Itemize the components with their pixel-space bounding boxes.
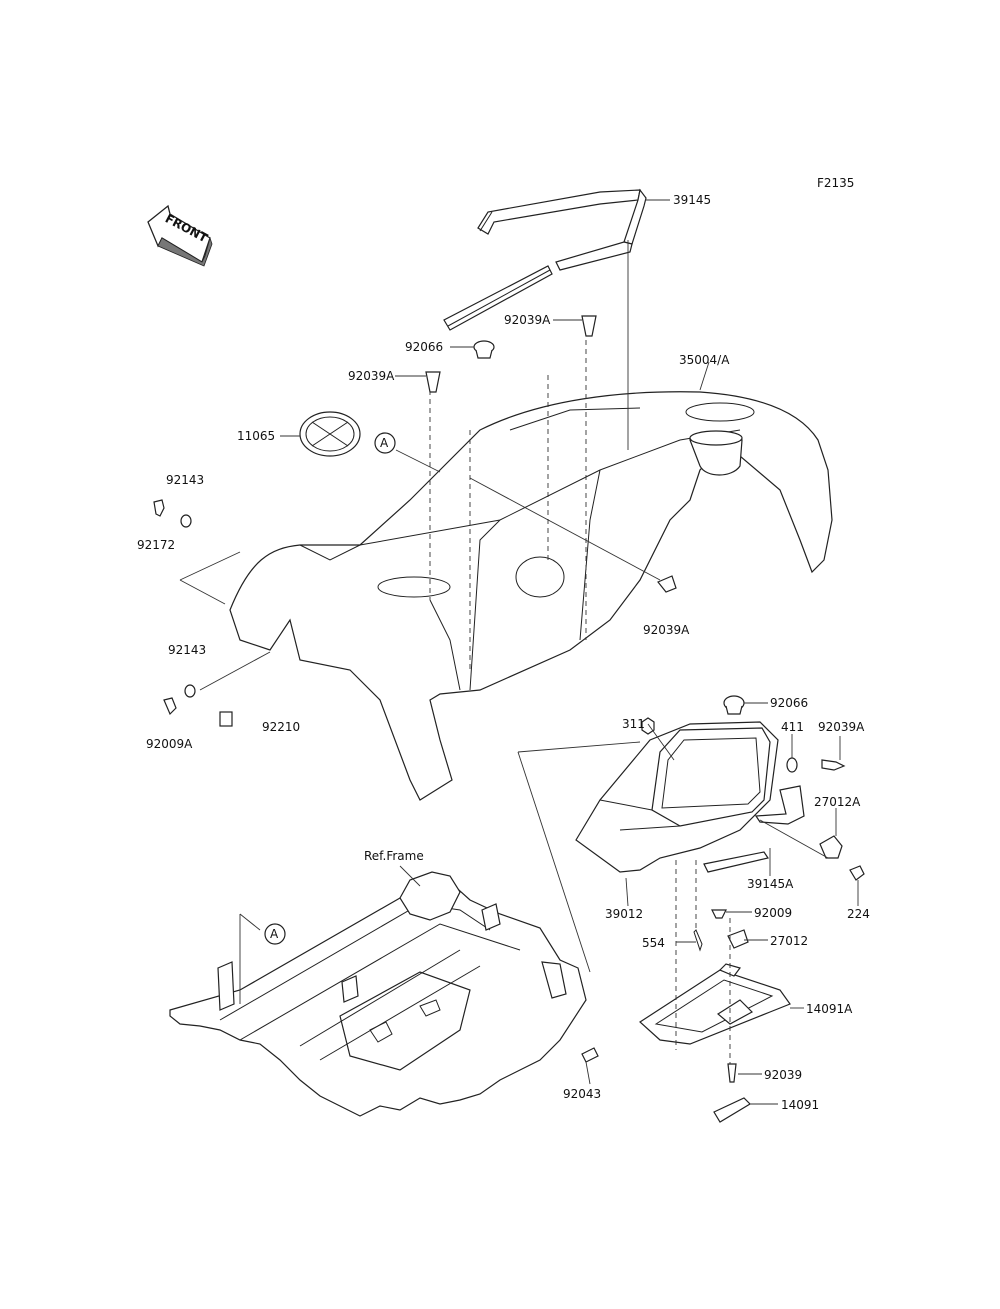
label-11065: 11065 [237,429,275,443]
label-92143-top: 92143 [166,473,204,487]
label-92039A-mid: 92039A [643,623,690,637]
fastener-92039A-top-icon [581,315,597,337]
label-92066-right: 92066 [770,696,808,710]
label-554: 554 [642,936,665,950]
seal-39145A [703,785,805,873]
strap-14091-icon [713,1097,751,1123]
label-92066-top: 92066 [405,340,443,354]
fastener-92039A-left-icon [425,371,441,393]
screw-224-icon [849,865,865,881]
storage-box-39012 [575,721,779,873]
label-14091: 14091 [781,1098,819,1112]
label-92143-bot: 92143 [168,643,206,657]
cover-cap-11065 [299,411,361,457]
callout-a-lower: A [264,923,286,945]
callout-a-upper: A [374,432,396,454]
screw-92009-icon [711,909,727,919]
ref-frame-label: Ref.Frame [364,849,424,863]
label-14091A: 14091A [806,1002,853,1016]
fastener-92039A-mid-icon [657,575,677,593]
clip-92210-icon [219,711,233,727]
hook-27012-icon [727,929,749,949]
rear-fender-35004A [229,340,833,801]
cap-92066-right-icon [723,695,745,715]
label-224: 224 [847,907,870,921]
washer-92143-bot-icon [184,684,196,698]
trim-strip-39145 [443,188,647,331]
label-92039A-right: 92039A [818,720,865,734]
washer-411-icon [786,757,798,773]
nut-311-icon [641,717,655,735]
frame-reference [169,871,587,1117]
callout-a-upper-text: A [380,436,389,450]
screw-92039A-right-icon [821,759,846,771]
label-39012: 39012 [605,907,643,921]
label-92009A: 92009A [146,737,193,751]
label-411: 411 [781,720,804,734]
front-arrow-icon: FRONT [147,204,213,267]
pin-92043-icon [581,1047,599,1063]
label-311: 311 [622,717,645,731]
label-92009: 92009 [754,906,792,920]
label-92210: 92210 [262,720,300,734]
washer-92143-top-icon [180,514,192,528]
label-39145: 39145 [673,193,711,207]
rivet-92039-icon [727,1063,737,1083]
screw-92009A-icon [163,697,177,716]
label-35004A: 35004/A [679,353,730,367]
label-92039: 92039 [764,1068,802,1082]
callout-a-lower-text: A [270,927,279,941]
screw-92172-icon [153,499,165,517]
latch-27012A-icon [819,835,843,859]
figure-code: F2135 [817,176,854,190]
label-27012A: 27012A [814,795,861,809]
label-27012: 27012 [770,934,808,948]
label-92039A-left: 92039A [348,369,395,383]
tray-14091A [639,963,791,1045]
fastener-92066-top-icon [473,340,495,359]
label-92172: 92172 [137,538,175,552]
pin-554-icon [693,929,703,952]
label-39145A: 39145A [747,877,794,891]
label-92043: 92043 [563,1087,601,1101]
label-92039A-top: 92039A [504,313,551,327]
